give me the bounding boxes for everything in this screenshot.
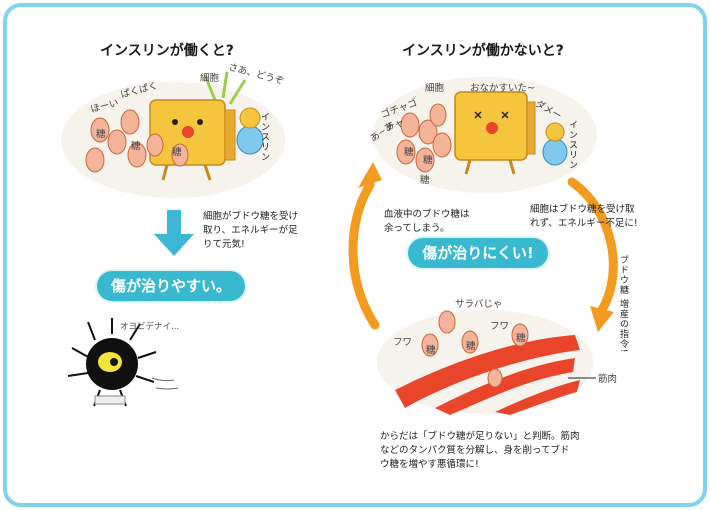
right-sugar-3: 糖 xyxy=(420,175,430,186)
left-title: インスリンが働くと? xyxy=(100,43,234,59)
right-blood-text: 血液中のブドウ糖は 余ってしまう。 xyxy=(384,209,470,234)
left-explanation: 細胞がブドウ糖を受け 取り、エネルギーが足 りて元気! xyxy=(203,211,299,250)
muscle-sugar-1: 糖 xyxy=(426,345,436,356)
right-bottom-text: からだは「ブドウ糖が足りない」と判断。筋肉 などのタンパク質を分解し、身を削って… xyxy=(380,431,580,470)
left-cell-label: 細胞 xyxy=(200,73,220,84)
right-insulin-label: インスリン xyxy=(567,120,577,170)
down-arrow xyxy=(154,210,194,256)
left-sugar-2: 糖 xyxy=(131,141,141,152)
muscle-leader-line xyxy=(568,377,596,379)
muscle-illustration xyxy=(377,310,593,415)
right-result-pill: 傷が治りにくい! xyxy=(408,238,548,268)
right-cell-text: 細胞はブドウ糖を受け取 れず、エネルギー不足に! xyxy=(530,204,638,229)
right-command-text: ブドウ糖 増産の指令! xyxy=(618,255,628,354)
right-title: インスリンが働かないと? xyxy=(402,43,564,59)
fuwa-text-2: フワ xyxy=(490,321,510,332)
left-result-pill: 傷が治りやすい。 xyxy=(97,271,245,301)
right-illustration xyxy=(373,77,597,193)
right-cell-label: 細胞 xyxy=(425,83,445,94)
virus-character xyxy=(67,318,179,407)
fuwa-text-1: フワ xyxy=(393,337,413,348)
left-sugar-1: 糖 xyxy=(96,129,106,140)
muscle-label: 筋肉 xyxy=(598,374,618,385)
right-hungry-text: おなかすいた~ xyxy=(470,83,535,94)
right-sugar-2: 糖 xyxy=(423,155,433,166)
sarasara-text: サラバじゃ xyxy=(455,299,503,310)
left-sugar-3: 糖 xyxy=(172,147,182,158)
muscle-sugar-2: 糖 xyxy=(466,341,476,352)
cycle-arrows xyxy=(348,162,618,332)
muscle-sugar-3: 糖 xyxy=(516,333,526,344)
left-insulin-label: インスリン xyxy=(259,112,269,162)
weak-text: オヨビデナイ... xyxy=(120,322,180,332)
left-illustration xyxy=(61,71,285,198)
right-sugar-1: 糖 xyxy=(404,147,414,158)
